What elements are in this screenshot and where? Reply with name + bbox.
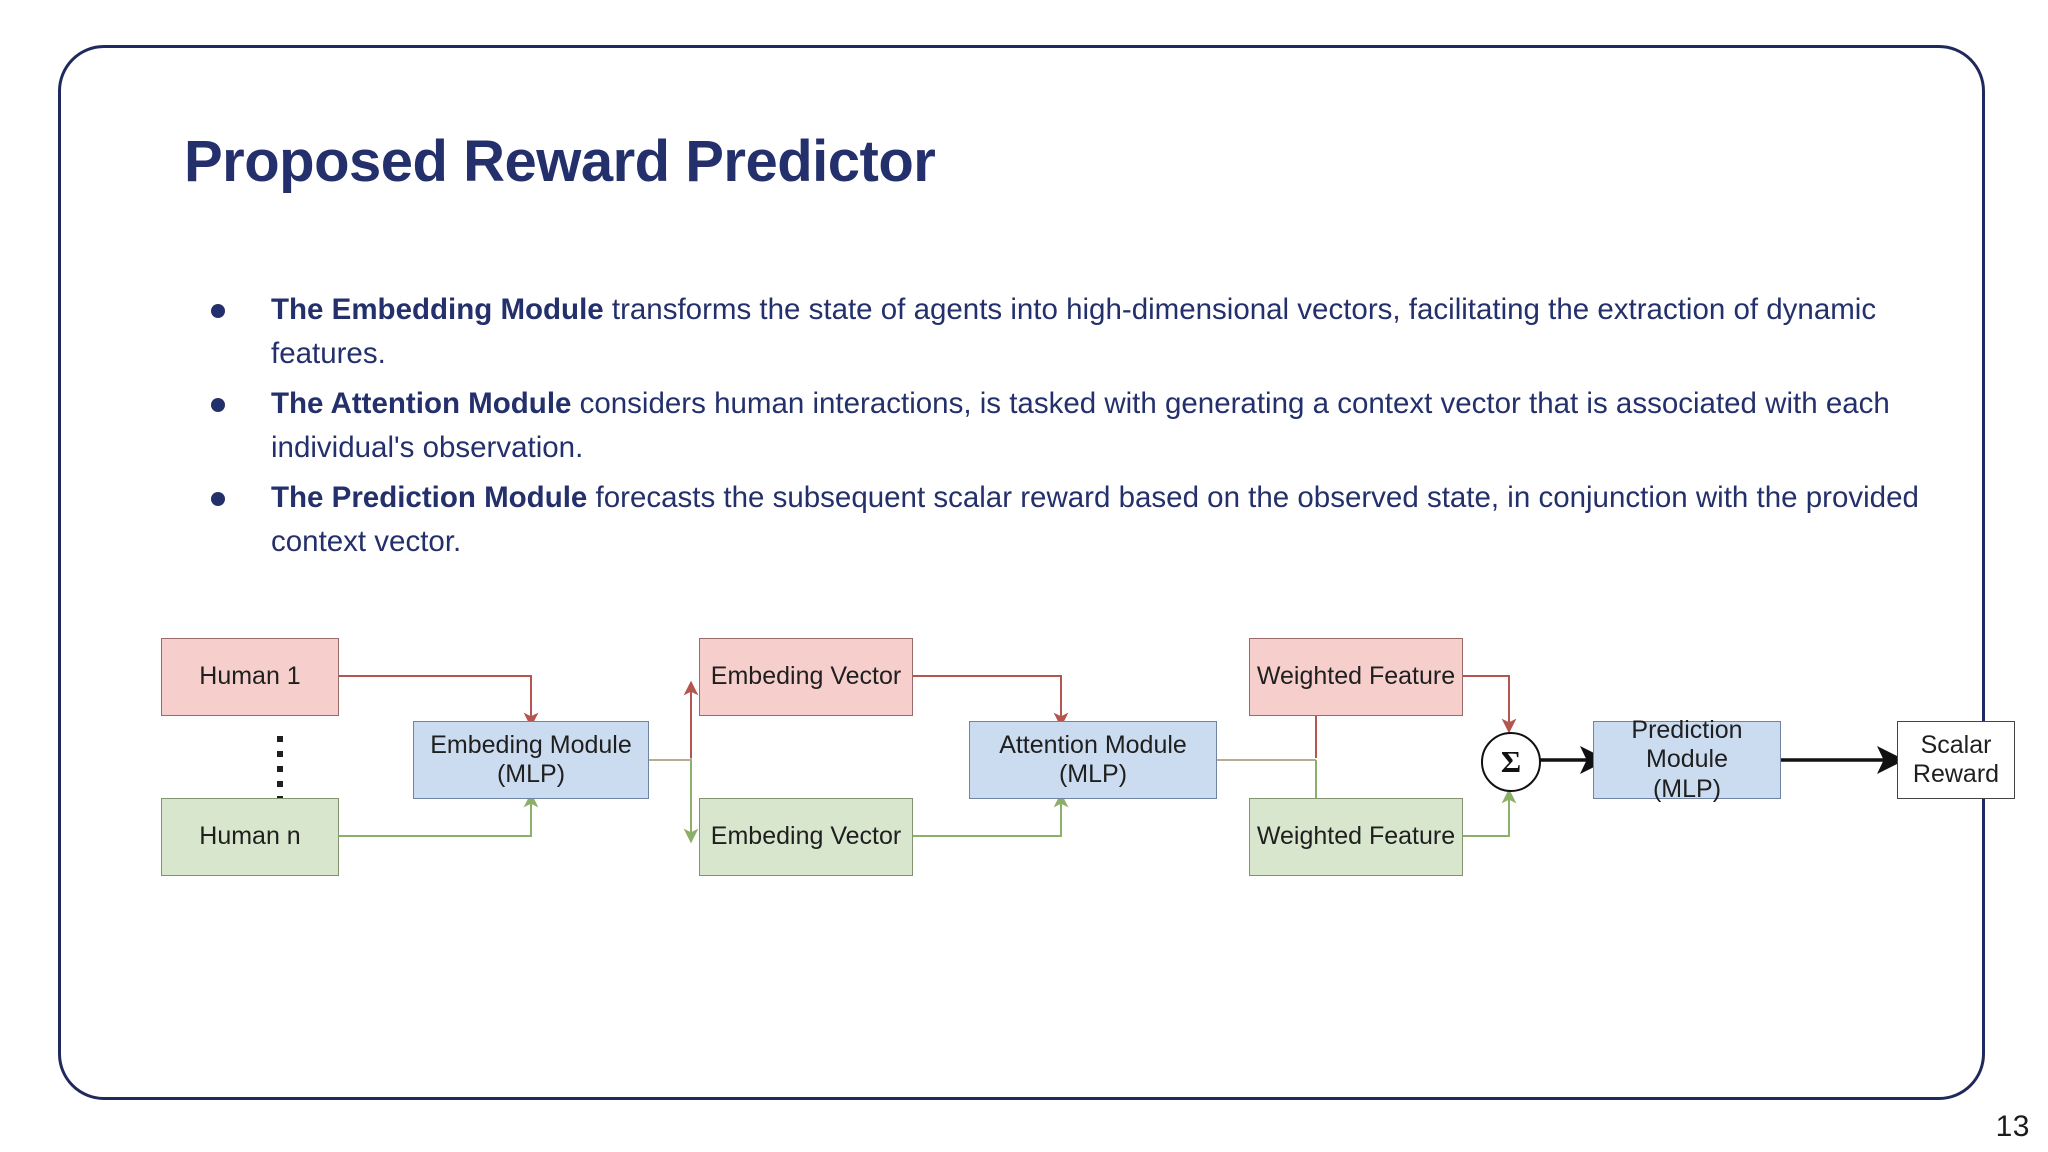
bullet-dot-icon <box>211 492 225 506</box>
node-label-line2: Reward <box>1912 760 2000 788</box>
node-scalar-reward[interactable]: Scalar Reward <box>1897 721 2015 799</box>
node-label: Human 1 <box>199 662 301 691</box>
bullet-list: The Embedding Module transforms the stat… <box>211 288 1931 570</box>
bullet-dot-icon <box>211 304 225 318</box>
diagram-connectors <box>339 675 1905 844</box>
node-weighted-feature-bottom[interactable]: Weighted Feature <box>1249 798 1463 876</box>
bullet-text: The Attention Module considers human int… <box>271 382 1931 470</box>
node-label-line1: Scalar <box>1920 730 1992 759</box>
node-label: Human n <box>199 822 301 851</box>
bullet-text: The Embedding Module transforms the stat… <box>271 288 1931 376</box>
bullet-body-text: transforms the state of agents into high… <box>271 293 1877 370</box>
bullet-text: The Prediction Module forecasts the subs… <box>271 476 1931 564</box>
node-embedding-vector-bottom[interactable]: Embeding Vector <box>699 798 913 876</box>
list-item: The Embedding Module transforms the stat… <box>211 288 1931 376</box>
bullet-body-text: considers human interactions, is tasked … <box>271 387 1890 464</box>
page-number: 13 <box>1995 1110 2030 1143</box>
node-label: Embeding Vector <box>710 662 902 691</box>
node-label-line1: Prediction Module <box>1631 715 1743 774</box>
node-label-line1: Attention Module <box>999 730 1187 759</box>
list-item: The Prediction Module forecasts the subs… <box>211 476 1931 564</box>
bullet-body-text: forecasts the subsequent scalar reward b… <box>271 481 1919 558</box>
node-embedding-vector-top[interactable]: Embeding Vector <box>699 638 913 716</box>
node-label-line2: (MLP) <box>496 760 566 788</box>
reward-predictor-diagram: Human 1 Human n Embeding Module (MLP) Em… <box>61 608 2015 1008</box>
node-prediction-module[interactable]: Prediction Module (MLP) <box>1593 716 1781 803</box>
bullet-lead-label: The Attention Module <box>271 387 572 420</box>
bullet-lead-label: The Prediction Module <box>271 481 588 514</box>
slide-card: Proposed Reward Predictor The Embedding … <box>58 45 2015 1100</box>
list-item: The Attention Module considers human int… <box>211 382 1931 470</box>
node-human-1[interactable]: Human 1 <box>161 638 339 716</box>
sigma-icon: Σ <box>1500 744 1522 779</box>
page-title: Proposed Reward Predictor <box>184 129 936 194</box>
node-label: Weighted Feature <box>1256 822 1456 851</box>
node-label: Weighted Feature <box>1256 662 1456 691</box>
node-label-line2: (MLP) <box>1652 774 1722 803</box>
node-summation[interactable]: Σ <box>1481 732 1541 792</box>
bullet-dot-icon <box>211 398 225 412</box>
node-label: Embeding Vector <box>710 822 902 851</box>
node-weighted-feature-top[interactable]: Weighted Feature <box>1249 638 1463 716</box>
node-label-line2: (MLP) <box>1058 760 1128 788</box>
node-embedding-module[interactable]: Embeding Module (MLP) <box>413 721 649 799</box>
bullet-lead-label: The Embedding Module <box>271 293 604 326</box>
node-label-line1: Embeding Module <box>430 730 632 759</box>
node-attention-module[interactable]: Attention Module (MLP) <box>969 721 1217 799</box>
node-human-n[interactable]: Human n <box>161 798 339 876</box>
